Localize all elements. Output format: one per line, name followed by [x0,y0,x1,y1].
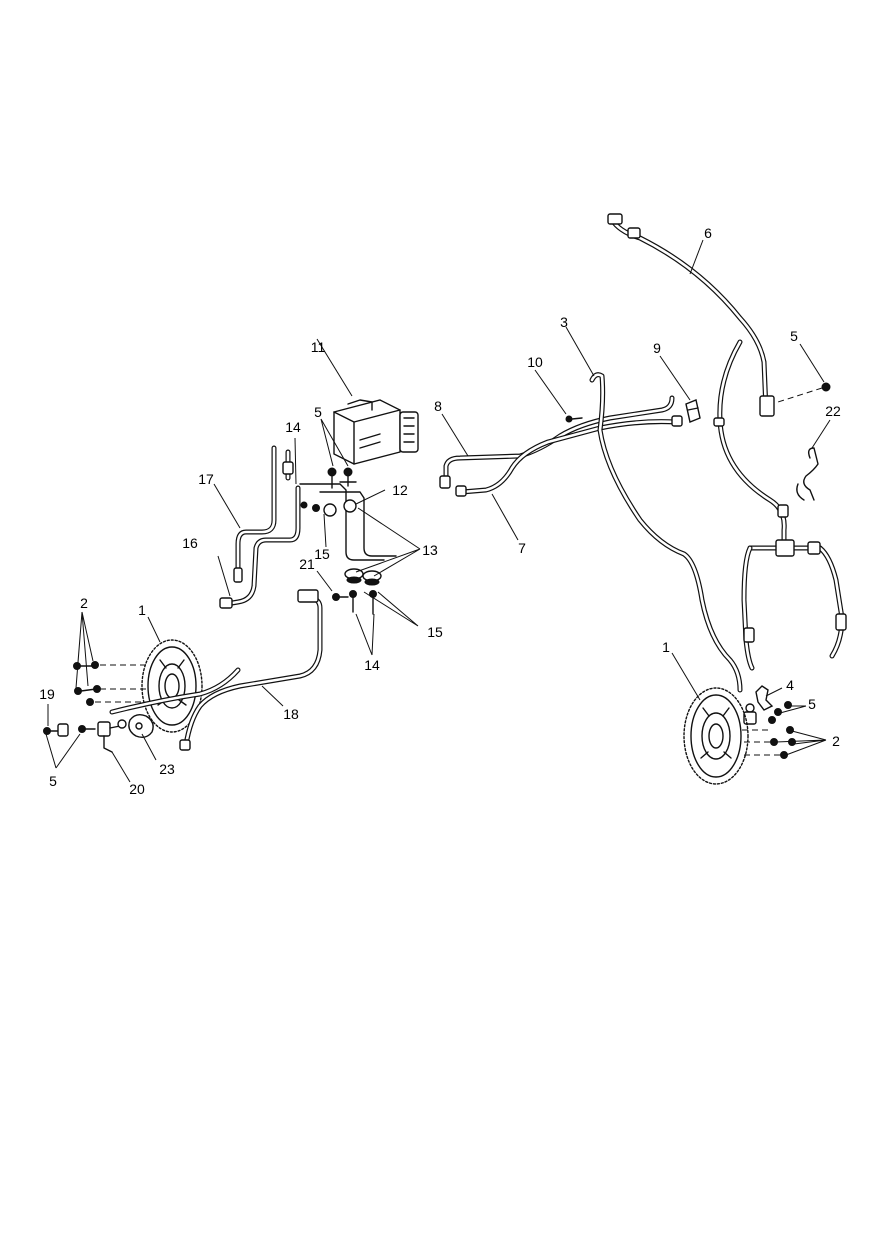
callout-14-lower: 14 [364,657,380,673]
callout-20: 20 [129,781,145,797]
brake-pipe-17 [233,445,277,583]
callout-16: 16 [182,535,198,551]
callout-8: 8 [434,398,442,414]
front-sensor-harness [607,213,789,547]
callout-1-left: 1 [138,602,146,618]
callout-14-upper: 14 [285,419,301,435]
callout-9: 9 [653,340,661,356]
disc-bolts-left [73,661,150,706]
callout-10: 10 [527,354,543,370]
brake-pipe-8 [439,395,675,489]
sensor-bolts [43,723,96,737]
harness-junction [741,539,847,671]
leader-lines [45,239,831,783]
callout-7: 7 [518,540,526,556]
callout-12: 12 [392,482,408,498]
callout-labels: 1 1 2 2 3 4 5 5 5 5 6 7 8 9 10 11 12 13 … [39,225,841,797]
pipe-fitting-14-upper [282,449,294,481]
clip-22 [796,447,819,501]
pipe-union-9 [685,399,701,423]
callout-2-left: 2 [80,595,88,611]
bolt-21 [332,593,349,601]
callout-5-right: 5 [790,328,798,344]
callout-23: 23 [159,761,175,777]
sensor-bracket [128,713,154,739]
callout-15-upper: 15 [314,546,330,562]
front-sensor-bracket [743,685,774,725]
callout-15-lower: 15 [427,624,443,640]
callout-5-left: 5 [49,773,57,789]
rear-sensor-harness [109,589,323,751]
bolt-5-harness [777,382,831,403]
callout-3: 3 [560,314,568,330]
callout-6: 6 [704,225,712,241]
grommets-13 [344,568,382,586]
callout-2-right: 2 [832,733,840,749]
brake-pipe-3 [589,372,743,693]
wheel-speed-sensor-rear [97,719,127,753]
abs-modulator [333,399,419,465]
callout-5-top: 5 [314,404,322,420]
brake-disc-right [683,687,749,785]
modulator-bracket [299,483,397,561]
callout-22: 22 [825,403,841,419]
callout-4: 4 [786,677,794,693]
bolt-10 [565,415,583,423]
callout-11: 11 [311,339,326,355]
brake-pipe-7 [455,415,683,497]
callout-17: 17 [198,471,214,487]
brake-pipe-16 [219,485,301,609]
callout-1-right: 1 [662,639,670,655]
bracket-bolts-top [327,467,357,489]
callout-21: 21 [299,556,315,572]
callout-19: 19 [39,686,55,702]
bolts-14-15-lower [300,501,377,615]
callout-18: 18 [283,706,299,722]
callout-13: 13 [422,542,438,558]
callout-5-lower-right: 5 [808,696,816,712]
